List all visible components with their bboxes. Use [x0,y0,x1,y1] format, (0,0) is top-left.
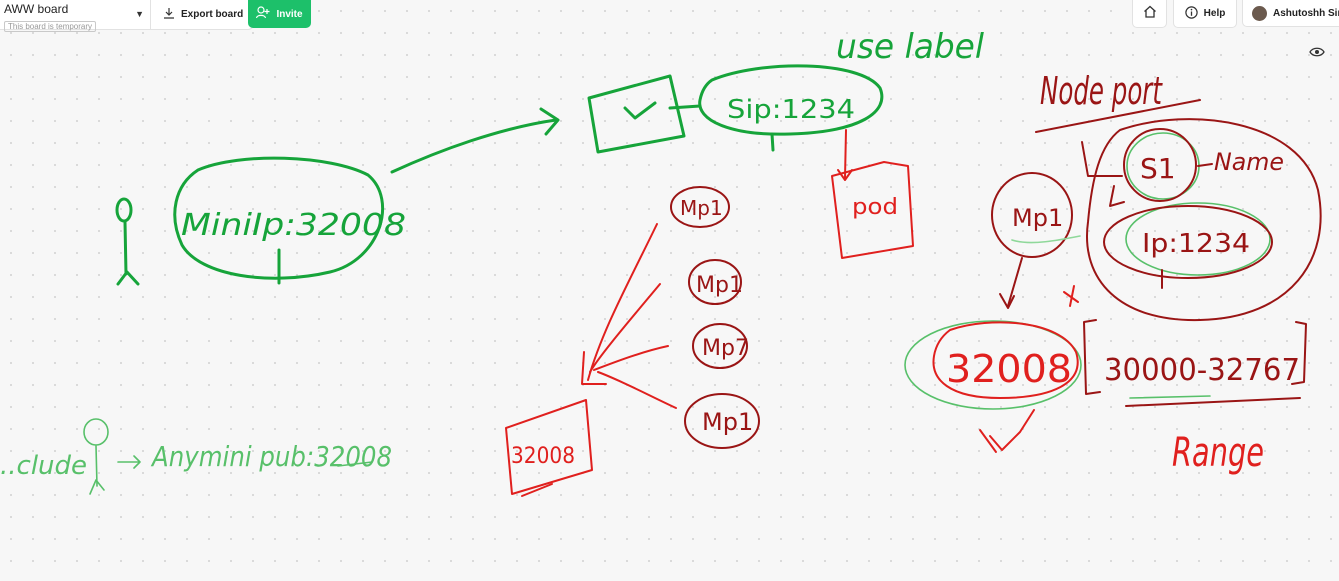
name-label: Name [1214,148,1284,176]
mp-node-4: Mp1 [684,393,760,449]
export-board-label: Export board [181,9,244,20]
service-name-label: S1 [1140,152,1176,185]
minikube-ip-node: MiniIp:32008 [173,156,406,285]
mp-node-label: Mp7 [702,336,749,361]
add-user-icon [256,6,270,22]
help-label: Help [1203,8,1226,19]
minikube-ip-label: MiniIp:32008 [181,208,406,243]
board-toolbar: AWW board This board is temporary ▼ Expo… [0,0,255,32]
board-status-badge: This board is temporary [4,21,97,32]
port-range: 30000-32767 [1083,319,1307,407]
mp-node-label: Mp1 [680,196,723,220]
arrow-to-service [390,107,560,174]
left-port-box: 32008 [505,399,593,497]
invite-button[interactable]: Invite [248,0,311,28]
bottom-note-label: Anymini pub:32008 [150,440,392,473]
bottom-left-fragment: ..clude [0,451,87,481]
home-icon [1143,5,1157,23]
node-port-title: Node port [1035,69,1201,133]
mp-node-2: Mp1 [688,259,743,305]
right-mp-node: Mp1 [991,172,1081,309]
bottom-note: ..clude Anymini pub:32008 [0,418,392,495]
fan-lines [581,223,677,409]
node-port-value: 32008 [904,320,1082,453]
export-board-button[interactable]: Export board [151,0,253,29]
avatar [1252,5,1267,21]
pod-box: pod [831,161,914,259]
home-button[interactable] [1132,0,1167,28]
mp-node-3: Mp7 [692,323,749,369]
port-range-label: 30000-32767 [1104,353,1300,388]
user-stick-figure [115,197,140,286]
info-icon [1184,5,1198,22]
use-label-note: use label [836,27,985,67]
chevron-down-icon[interactable]: ▼ [135,9,144,19]
service-cluster: S1 Name Ip:1234 [1081,118,1322,322]
service-ip-right-label: Ip:1234 [1142,229,1250,259]
left-port-label: 32008 [511,444,575,469]
download-icon [163,7,175,22]
user-menu-button[interactable]: Ashutoshh Singh [1242,0,1339,27]
svg-text:Mp1: Mp1 [1012,204,1063,232]
svg-text:Node port: Node port [1040,69,1163,113]
help-button[interactable]: Help [1173,0,1237,28]
range-label: Range [1172,430,1264,476]
service-ip-node: Sip:1234 [698,64,884,152]
invite-label: Invite [276,8,303,20]
svg-text:32008: 32008 [946,347,1072,391]
board-title: AWW board [4,2,69,16]
mp-node-label: Mp1 [696,273,743,298]
service-ip-label: Sip:1234 [727,95,855,125]
mp-node-1: Mp1 [670,186,730,228]
eye-icon[interactable] [1309,45,1325,63]
pod-label: pod [852,195,898,220]
service-box [587,74,702,154]
board-name-dropdown[interactable]: AWW board This board is temporary ▼ [0,0,151,32]
mp-node-label: Mp1 [702,408,753,436]
user-name: Ashutoshh Singh [1273,7,1339,19]
